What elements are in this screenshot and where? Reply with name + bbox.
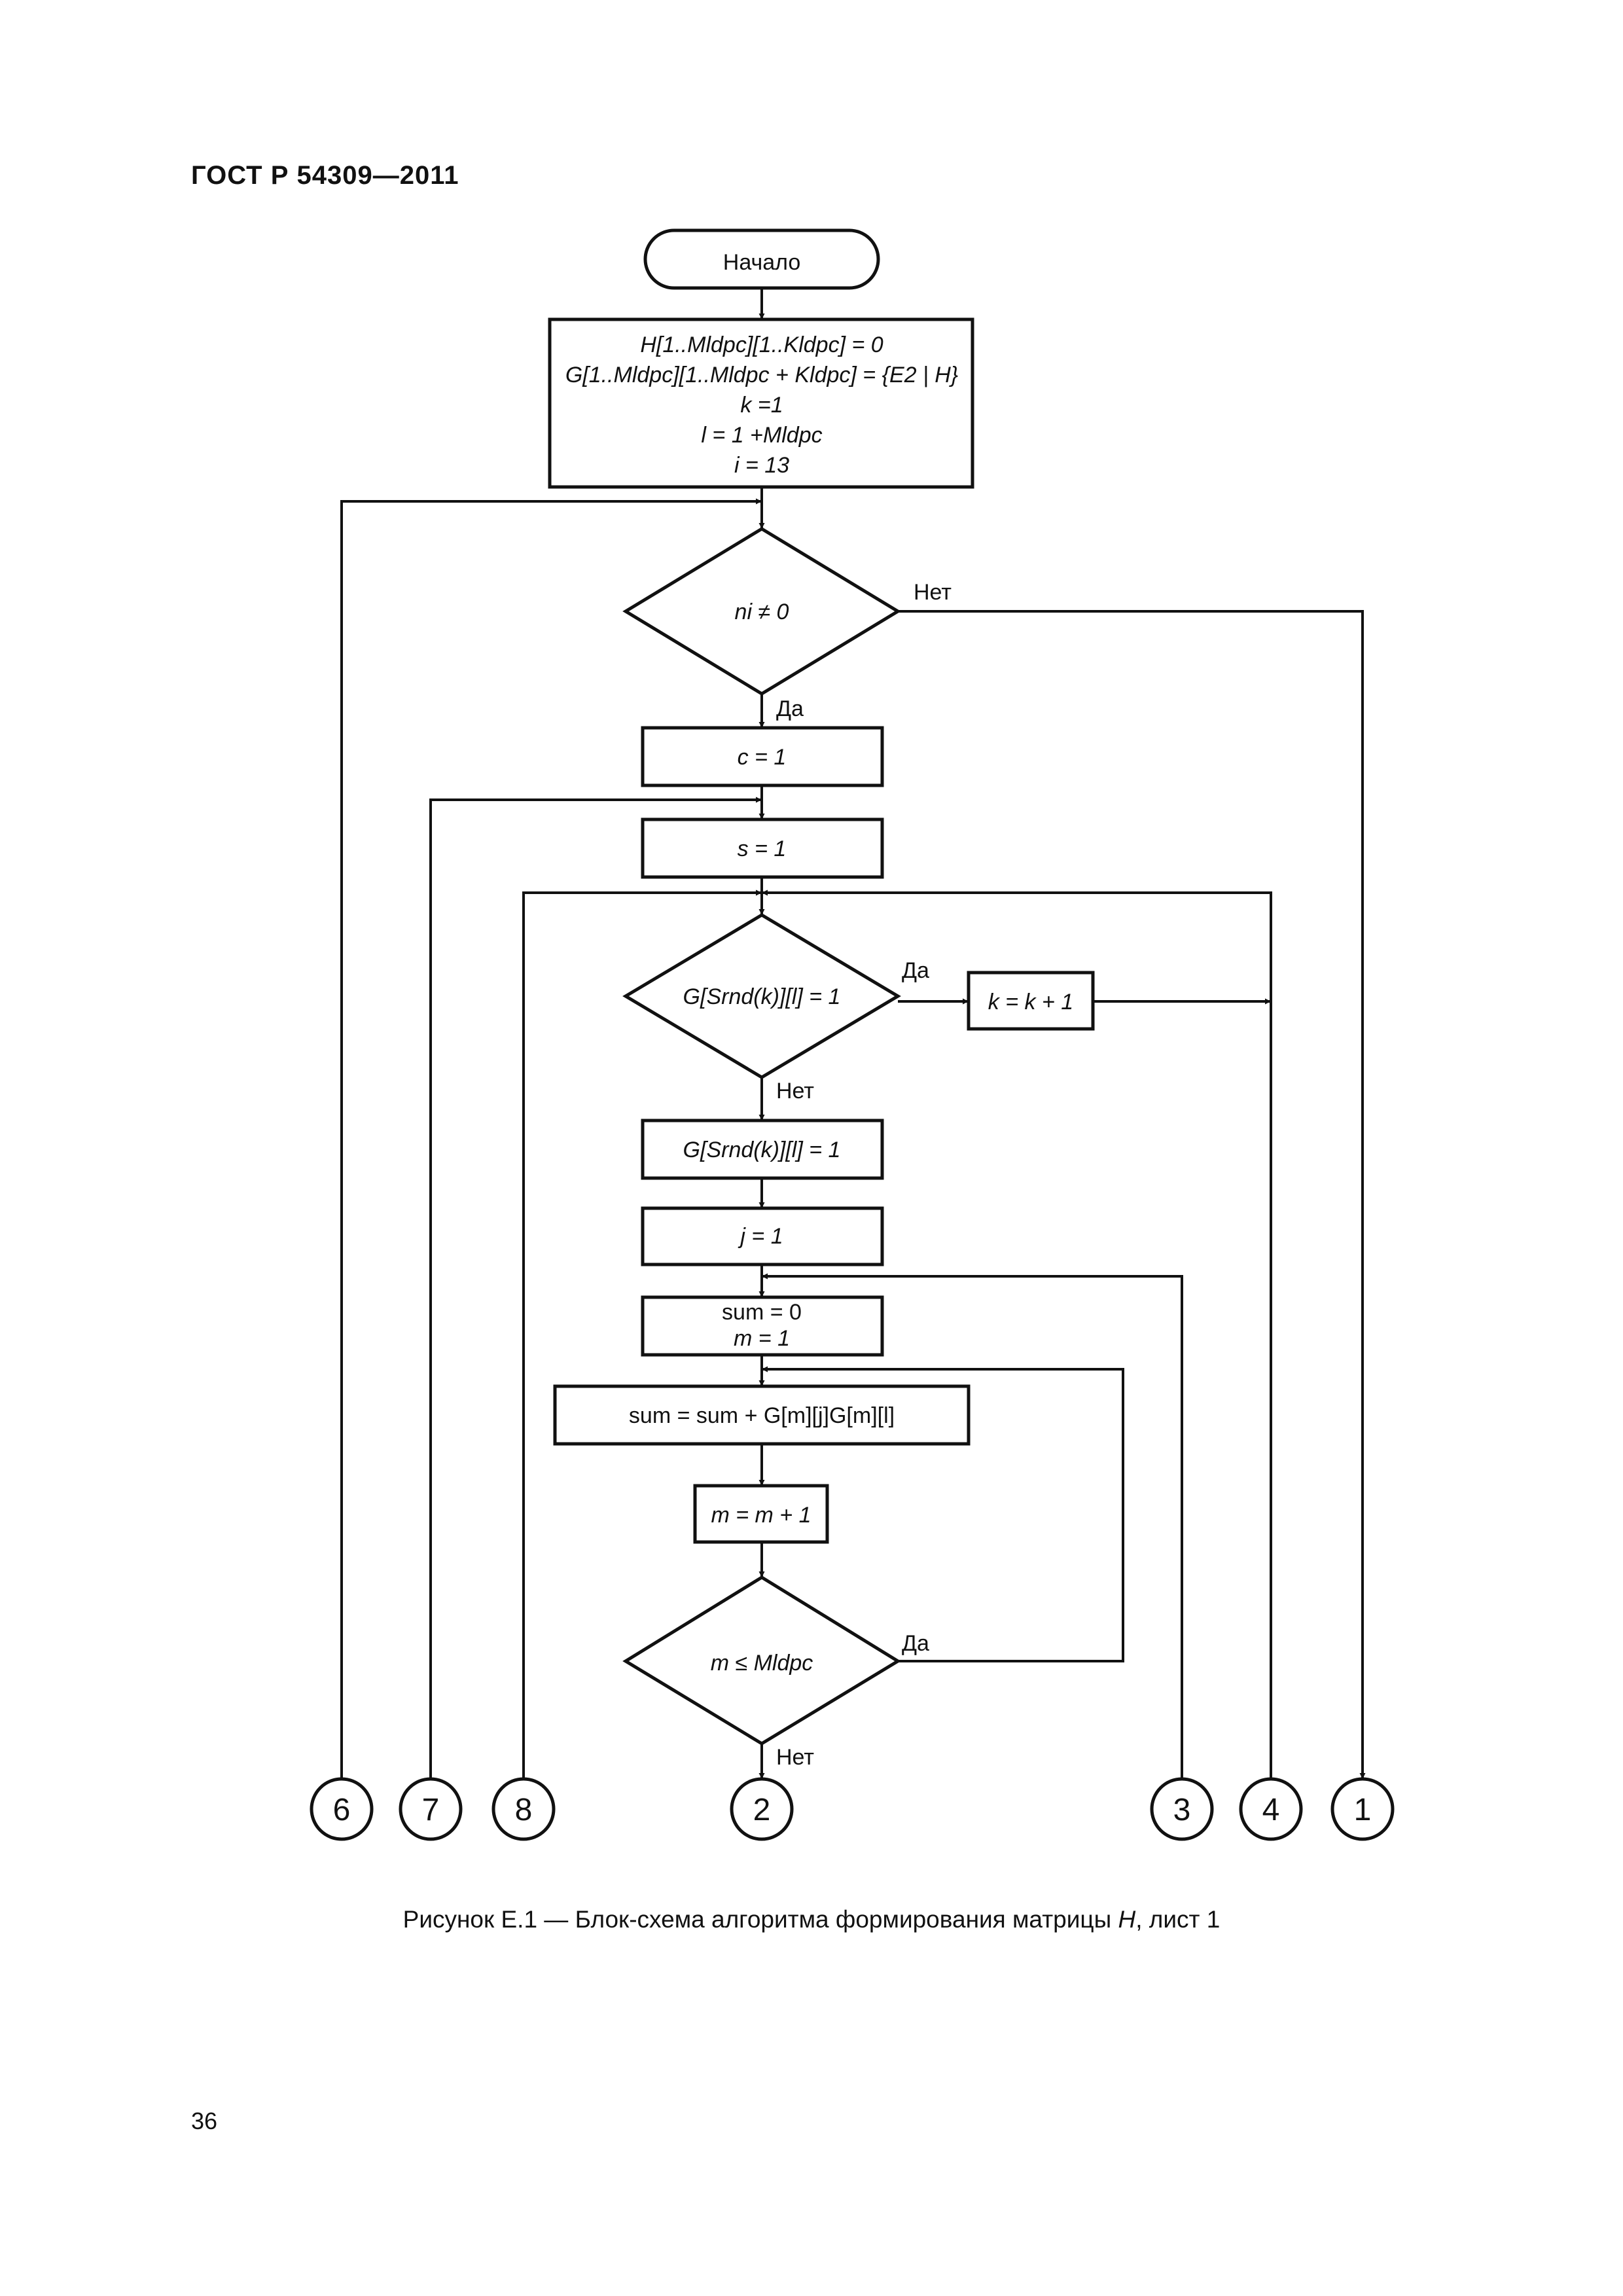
caption-suffix: , лист 1: [1135, 1906, 1221, 1933]
flow-m-yes-loop: [762, 1366, 1124, 1662]
decision-g-no-label: Нет: [776, 1079, 814, 1103]
flow-loop-8: [522, 889, 762, 1779]
decision-ni-no-label: Нет: [914, 580, 952, 605]
page-number: 36: [191, 2108, 218, 2134]
sum-update-label: sum = sum + G[m][j]G[m][l]: [629, 1403, 895, 1428]
init-line-1: H[1..Mldpc][1..Kldpc] = 0: [640, 332, 883, 357]
decision-g-yes-label: Да: [902, 958, 929, 983]
connector-4-label: 4: [1262, 1793, 1280, 1827]
flow-loop-4: [762, 889, 1272, 1779]
figure-caption: Рисунок Е.1 — Блок-схема алгоритма форми…: [0, 1906, 1623, 1933]
init-line-4: l = 1 +Mldpc: [701, 423, 822, 448]
connector-1-label: 1: [1354, 1793, 1372, 1827]
decision-m-label: m ≤ Mldpc: [711, 1651, 813, 1676]
decision-ni-yes-label: Да: [776, 696, 804, 721]
flow-loop-6: [340, 498, 762, 1779]
connector-3-label: 3: [1173, 1793, 1191, 1827]
j-init-label: j = 1: [738, 1224, 783, 1249]
init-line-5: i = 13: [734, 453, 789, 478]
decision-m-no-label: Нет: [776, 1745, 814, 1770]
connector-8-label: 8: [515, 1793, 533, 1827]
connector-2-label: 2: [753, 1793, 771, 1827]
connector-7-label: 7: [422, 1793, 440, 1827]
s-init-label: s = 1: [738, 836, 787, 861]
decision-m-yes-label: Да: [902, 1631, 929, 1656]
flow-loop-3: [762, 1273, 1183, 1779]
caption-prefix: Рисунок Е.1 — Блок-схема алгоритма форми…: [402, 1906, 1118, 1933]
sum-init-line-2: m = 1: [734, 1326, 790, 1351]
start-label: Начало: [723, 250, 800, 275]
set-g-label: G[Srnd(k)][l] = 1: [683, 1138, 841, 1162]
c-init-label: c = 1: [738, 745, 787, 770]
document-header: ГОСТ Р 54309—2011: [191, 161, 459, 190]
decision-g-label: G[Srnd(k)][l] = 1: [683, 984, 841, 1009]
k-increment-label: k = k + 1: [988, 990, 1073, 1014]
flow-loop-7: [429, 797, 762, 1779]
decision-ni-label: ni ≠ 0: [735, 600, 789, 624]
init-line-2: G[1..Mldpc][1..Mldpc + Kldpc] = {E2 | H}: [565, 363, 958, 387]
caption-matrix: H: [1118, 1906, 1136, 1933]
sum-init-line-1: sum = 0: [722, 1300, 802, 1325]
init-line-3: k =1: [740, 393, 783, 418]
m-increment-label: m = m + 1: [711, 1503, 811, 1528]
flow-ni-no: [898, 610, 1366, 1779]
connector-6-label: 6: [333, 1793, 351, 1827]
